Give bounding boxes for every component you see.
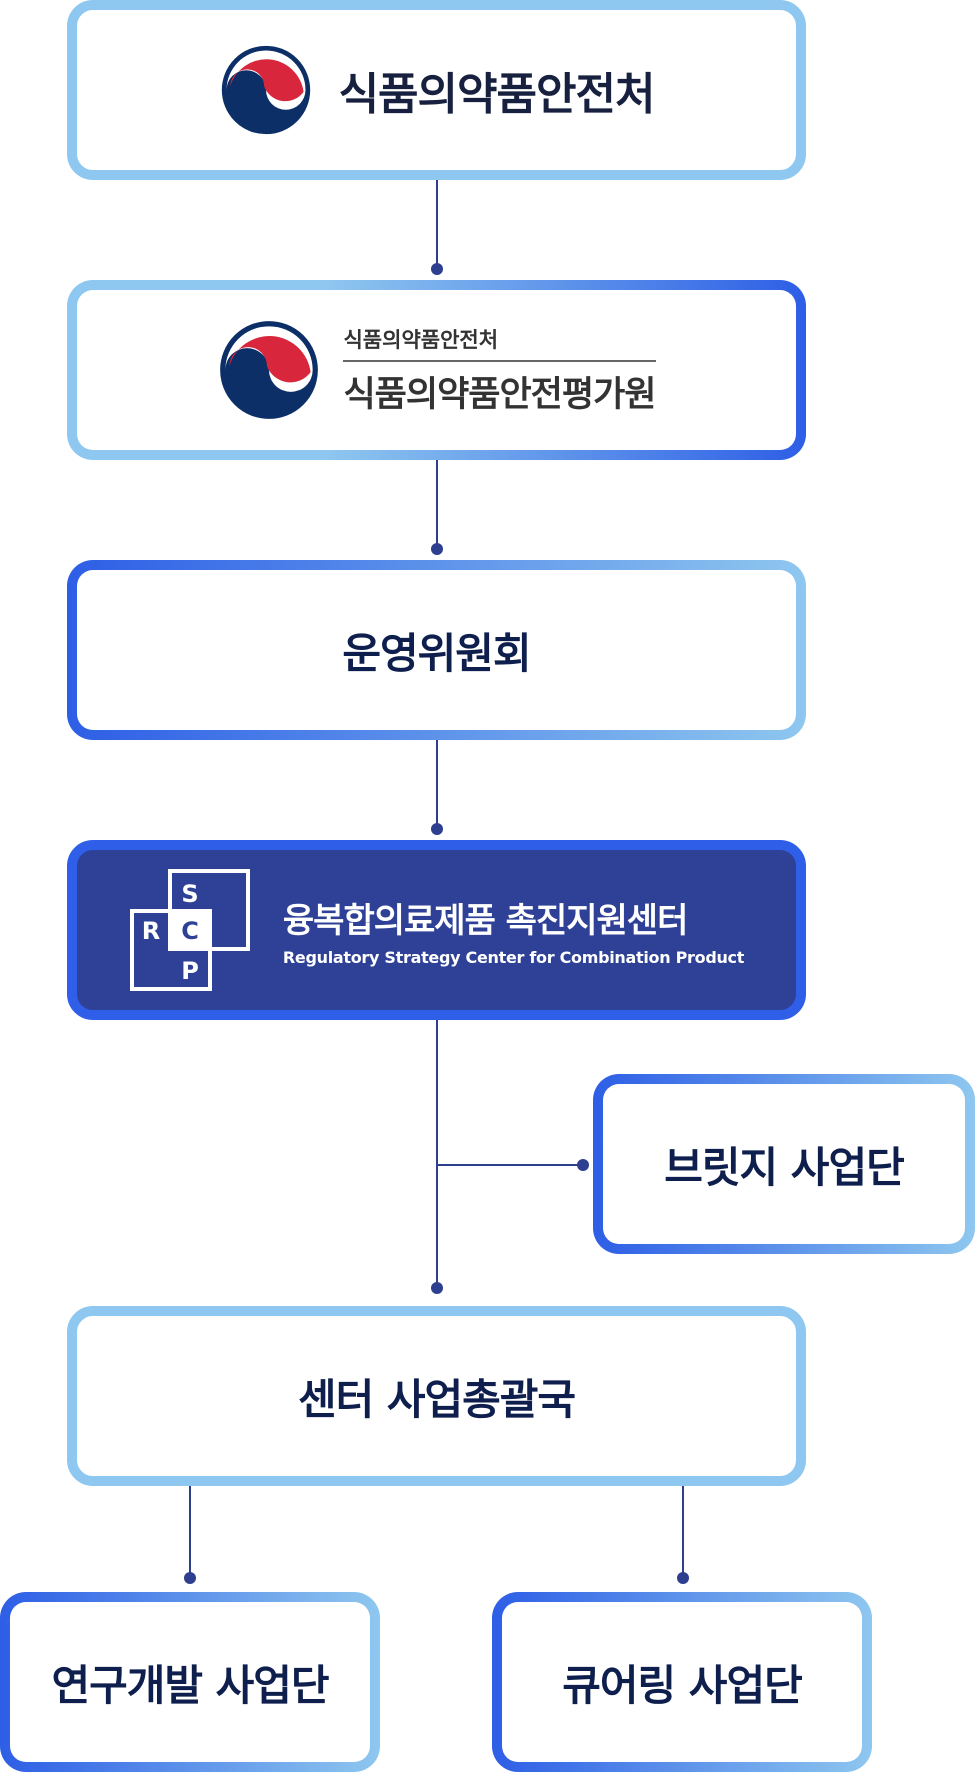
committee-box: 운영위원회 — [67, 560, 806, 740]
government-taegeuk-icon — [218, 319, 321, 421]
rnd-box: 연구개발 사업단 — [0, 1592, 380, 1772]
hq-label: 센터 사업총괄국 — [297, 1374, 576, 1424]
connector-committee-center — [436, 737, 438, 831]
rnd-label: 연구개발 사업단 — [51, 1660, 329, 1710]
bridge-box: 브릿지 사업단 — [593, 1074, 975, 1254]
connector-dot — [677, 1572, 689, 1584]
mfds-box: 식품의약품안전처 — [67, 0, 806, 180]
bridge-label: 브릿지 사업단 — [664, 1142, 904, 1192]
scrp-logo-icon: S R C P — [129, 869, 250, 991]
connector-hq-rnd — [189, 1483, 191, 1578]
connector-hq-curing — [682, 1483, 684, 1578]
connector-mfds-nifds — [436, 176, 438, 271]
curing-label: 큐어링 사업단 — [562, 1660, 802, 1710]
center-content: S R C P 융복합의료제품 촉진지원센터 Regulatory Strate… — [129, 868, 744, 992]
connector-dot — [431, 543, 443, 555]
connector-nifds-committee — [436, 457, 438, 551]
nifds-text: 식품의약품안전처 식품의약품안전평가원 — [343, 324, 657, 417]
connector-dot — [577, 1159, 589, 1171]
center-name-en: Regulatory Strategy Center for Combinati… — [282, 948, 745, 967]
committee-label: 운영위원회 — [342, 628, 531, 678]
nifds-org: 식품의약품안전처 식품의약품안전평가원 — [217, 318, 657, 422]
center-text: 융복합의료제품 촉진지원센터 Regulatory Strategy Cente… — [282, 893, 745, 967]
mfds-name: 식품의약품안전처 — [338, 69, 656, 120]
nifds-parent-name: 식품의약품안전처 — [343, 324, 656, 362]
connector-center-hq — [436, 1017, 438, 1289]
nifds-box: 식품의약품안전처 식품의약품안전평가원 — [67, 280, 806, 460]
logo-letter-p: P — [181, 957, 199, 985]
logo-letter-c: C — [181, 917, 199, 945]
connector-dot — [431, 263, 443, 275]
mfds-org: 식품의약품안전처 — [219, 43, 655, 137]
connector-dot — [184, 1572, 196, 1584]
connector-branch-bridge — [437, 1164, 583, 1166]
connector-dot — [431, 823, 443, 835]
curing-box: 큐어링 사업단 — [492, 1592, 872, 1772]
connector-dot — [431, 1282, 443, 1294]
center-box: S R C P 융복합의료제품 촉진지원센터 Regulatory Strate… — [67, 840, 806, 1020]
hq-box: 센터 사업총괄국 — [67, 1306, 806, 1486]
logo-letter-r: R — [142, 917, 160, 945]
government-taegeuk-icon — [219, 43, 312, 137]
nifds-name: 식품의약품안전평가원 — [343, 374, 656, 415]
center-name-ko: 융복합의료제품 촉진지원센터 — [282, 901, 688, 941]
logo-letter-s: S — [181, 880, 198, 908]
